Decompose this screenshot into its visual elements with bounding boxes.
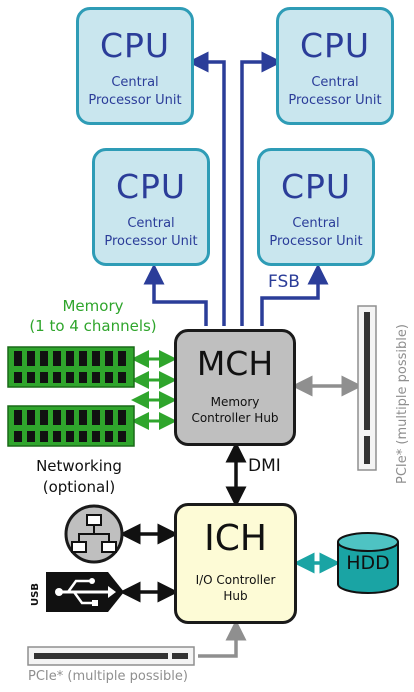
ich-subtitle: I/O Controller [195,573,276,587]
dmi-label: DMI [248,456,281,476]
cpu-box: CPU Central Processor Unit [92,148,210,266]
pcie-slot-icon [357,305,377,471]
ich-subtitle: Hub [223,589,248,603]
cpu-box: CPU Central Processor Unit [276,7,394,125]
cpu-subtitle: Processor Unit [269,234,363,249]
memory-label: Memory (1 to 4 channels) [8,296,178,336]
cpu-subtitle: Processor Unit [104,234,198,249]
memory-module-icon [7,405,135,447]
memory-label-line: (1 to 4 channels) [29,317,157,335]
usb-label: USB [30,583,41,606]
networking-label-line: (optional) [42,478,116,496]
network-icon [64,504,124,564]
mch-subtitle: Memory [210,395,260,409]
memory-module-icon [7,346,135,388]
mch-title: MCH [196,344,274,383]
mch-box: MCH Memory Controller Hub [174,329,296,446]
usb-icon [46,572,124,612]
memory-links [131,350,177,430]
pcie-slot-icon [27,646,195,666]
pcie-bottom-link [198,619,247,658]
cpu-subtitle: Central [311,75,359,90]
cpu-subtitle: Processor Unit [288,93,382,108]
cpu-title: CPU [115,167,187,206]
cpu-box: CPU Central Processor Unit [257,148,375,266]
hdd-label: HDD [346,552,390,574]
cpu-title: CPU [99,26,171,65]
mch-subtitle: Controller Hub [191,411,279,425]
cpu-title: CPU [280,167,352,206]
pcie-bottom-label: PCIe* (multiple possible) [28,669,188,684]
pcie-right-label: PCIe* (multiple possible) [395,324,410,484]
memory-label-line: Memory [62,297,124,315]
networking-label-line: Networking [36,457,122,475]
cpu-subtitle: Processor Unit [88,93,182,108]
networking-label: Networking (optional) [24,456,134,498]
fsb-label: FSB [268,272,300,292]
ich-box: ICH I/O Controller Hub [174,503,297,624]
cpu-title: CPU [299,26,371,65]
cpu-subtitle: Central [127,216,175,231]
cpu-subtitle: Central [292,216,340,231]
fsb-lines [143,51,329,326]
cpu-subtitle: Central [111,75,159,90]
ich-title: ICH [204,518,267,559]
cpu-box: CPU Central Processor Unit [76,7,194,125]
hdd-icon [337,532,399,594]
